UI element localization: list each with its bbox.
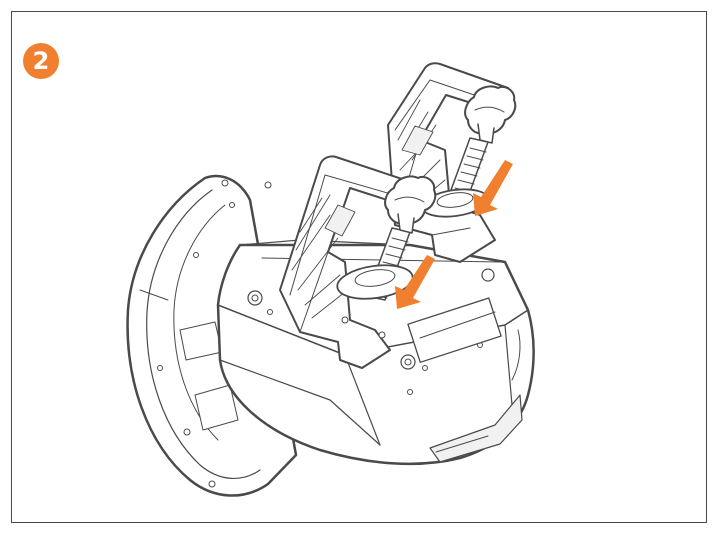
rear-clamp-screw bbox=[421, 85, 517, 218]
front-clamp-screw bbox=[336, 175, 437, 301]
down-left-arrow-icon bbox=[473, 160, 513, 216]
down-left-arrow-icon bbox=[395, 255, 435, 309]
step-number-badge: 2 bbox=[23, 43, 59, 79]
